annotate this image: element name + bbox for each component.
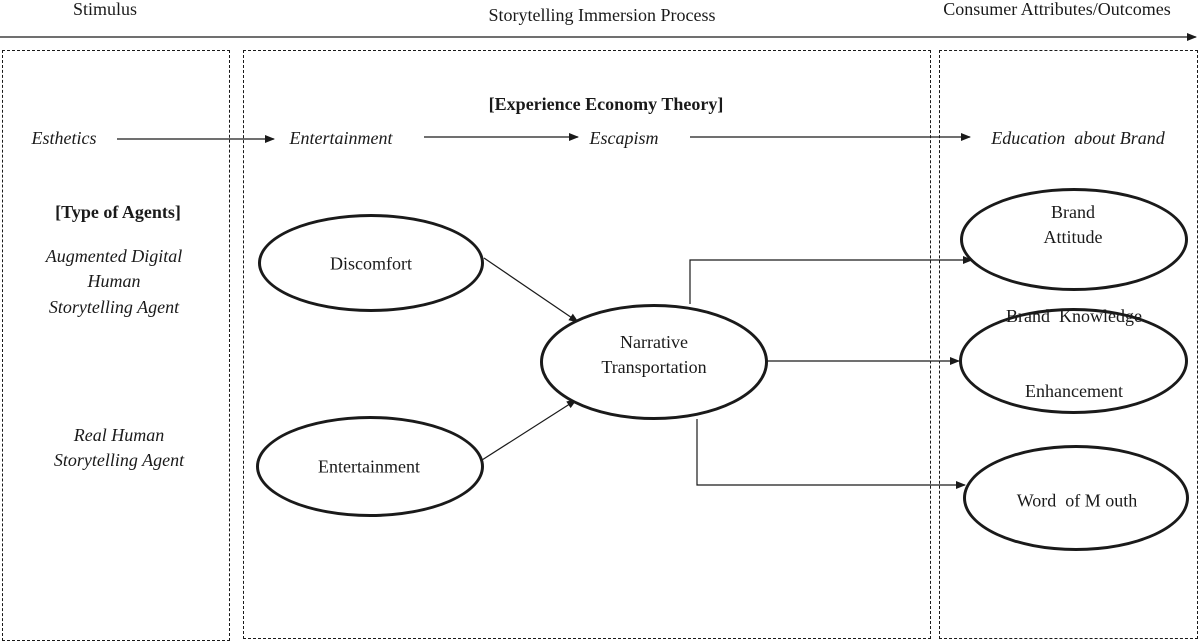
node-word-of-mouth-label: Word of M outh [1016, 490, 1138, 511]
narrative-line-2: Transportation [601, 357, 707, 377]
node-entertainment-label: Entertainment [318, 456, 420, 477]
type-of-agents-title: [Type of Agents] [55, 202, 181, 222]
stage-esthetics: Esthetics [31, 128, 97, 148]
node-entertainment [256, 416, 484, 517]
stimulus-section-box [2, 50, 230, 641]
brand-attitude-line-2: Attitude [1043, 227, 1103, 247]
node-discomfort-label: Discomfort [330, 253, 412, 274]
agent-augmented-line-2: Human [87, 271, 141, 291]
agent-real-line-1: Real Human [73, 425, 165, 445]
agent-augmented-line-3: Storytelling Agent [48, 297, 180, 317]
outcomes-section-box [939, 50, 1198, 639]
agent-augmented-line-1: Augmented Digital [45, 246, 183, 266]
node-brand-knowledge-enhancement [959, 308, 1188, 414]
brand-knowledge-line-2: Enhancement [1025, 381, 1123, 401]
process-section-box [243, 50, 931, 639]
arrow-narrative-word-of-mouth [696, 419, 966, 489]
stimulus-header: Stimulus [72, 0, 138, 19]
experience-economy-theory-title: [Experience Economy Theory] [488, 94, 724, 114]
node-discomfort [258, 214, 484, 312]
brand-attitude-line-1: Brand [1051, 202, 1095, 222]
arrow-discomfort-narrative [483, 257, 579, 323]
brand-knowledge-line-1: Brand Knowledge [1006, 306, 1142, 326]
stage-education-about-brand: Education about Brand [991, 128, 1165, 148]
arrow-entertainment-narrative [481, 399, 577, 461]
arrow-narrative-brand-attitude [689, 256, 973, 304]
process-header: Storytelling Immersion Process [488, 5, 716, 25]
stage-entertainment: Entertainment [289, 128, 393, 148]
node-word-of-mouth [963, 445, 1189, 551]
node-brand-attitude [960, 188, 1188, 291]
node-narrative-transportation-label: Narrative Transportation [601, 330, 706, 380]
node-narrative-transportation [540, 304, 768, 420]
node-brand-attitude-label: Brand Attitude [1044, 200, 1103, 250]
node-brand-knowledge-label: Brand Knowledge Enhancement [1006, 254, 1142, 454]
agent-real-line-2: Storytelling Agent [53, 450, 185, 470]
outcomes-header: Consumer Attributes/Outcomes [943, 0, 1171, 19]
stage-escapism: Escapism [589, 128, 659, 148]
narrative-line-1: Narrative [620, 332, 688, 352]
